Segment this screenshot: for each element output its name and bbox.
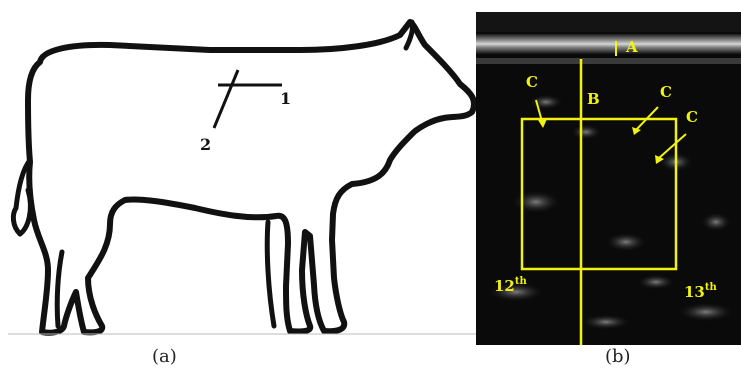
- caption-a: (a): [152, 346, 177, 367]
- ultrasound-image: A B C C C 12th 13th: [476, 12, 741, 345]
- fat-layer-band: [476, 34, 741, 54]
- marker-line-2: [214, 70, 238, 128]
- label-a: A: [625, 38, 638, 56]
- cow-outline-drawing: 1 2: [0, 0, 480, 346]
- ultrasound-panel: A B C C C 12th 13th: [476, 12, 741, 345]
- marker-label-2: 2: [200, 135, 211, 154]
- cow-outline-panel: 1 2: [0, 0, 480, 346]
- rib-label-12-number: 12: [494, 277, 515, 295]
- label-c-left: C: [526, 73, 538, 91]
- fascia-band: [476, 58, 741, 64]
- caption-b: (b): [605, 346, 631, 367]
- label-c-right: C: [686, 108, 698, 126]
- rib-label-13-number: 13: [684, 283, 705, 301]
- skin-layer-band: [476, 12, 741, 32]
- marker-label-1: 1: [280, 89, 291, 108]
- cow-far-leg-rear: [57, 252, 62, 326]
- label-c-middle: C: [660, 83, 672, 101]
- rib-label-13-suffix: th: [705, 282, 718, 293]
- rib-label-12-suffix: th: [515, 276, 528, 287]
- cow-silhouette: [28, 22, 474, 333]
- label-b: B: [587, 90, 600, 108]
- cow-far-leg-front: [267, 222, 274, 326]
